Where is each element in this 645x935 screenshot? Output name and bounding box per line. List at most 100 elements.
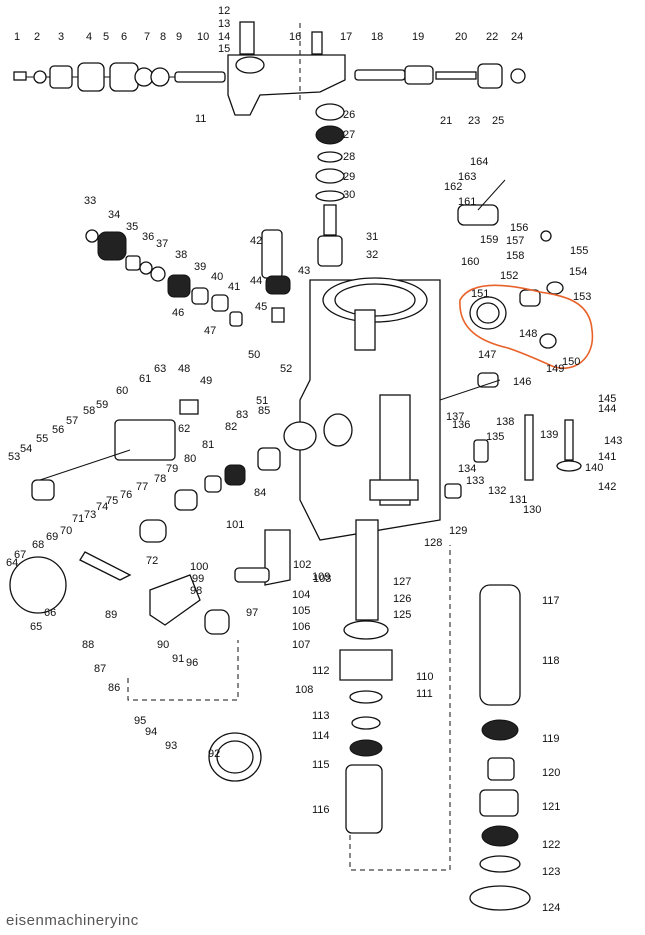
part-label-1: 1 <box>14 31 20 43</box>
part-label-156: 156 <box>510 222 528 234</box>
part-label-31: 31 <box>366 231 378 243</box>
part-label-150: 150 <box>562 356 580 368</box>
part-label-69: 69 <box>46 531 58 543</box>
part-label-27: 27 <box>343 129 355 141</box>
part-label-55: 55 <box>36 433 48 445</box>
part-label-88: 88 <box>82 639 94 651</box>
part-label-34: 34 <box>108 209 120 221</box>
part-label-49: 49 <box>200 375 212 387</box>
part-label-108: 108 <box>295 684 313 696</box>
part-label-51: 51 <box>256 395 268 407</box>
part-label-2: 2 <box>34 31 40 43</box>
part-label-81: 81 <box>202 439 214 451</box>
part-label-132: 132 <box>488 485 506 497</box>
part-label-148: 148 <box>519 328 537 340</box>
part-label-129: 129 <box>449 525 467 537</box>
part-label-165: 165 <box>0 0 18 3</box>
part-label-59: 59 <box>96 399 108 411</box>
part-label-57: 57 <box>66 415 78 427</box>
part-label-73: 73 <box>84 509 96 521</box>
part-label-61: 61 <box>139 373 151 385</box>
part-label-117: 117 <box>542 595 560 607</box>
part-label-76: 76 <box>120 489 132 501</box>
part-label-86: 86 <box>108 682 120 694</box>
part-label-21: 21 <box>440 115 452 127</box>
part-label-11: 11 <box>195 113 206 125</box>
part-label-164: 164 <box>470 156 488 168</box>
part-label-145: 145 <box>598 393 616 405</box>
part-label-75: 75 <box>106 495 118 507</box>
part-label-45: 45 <box>255 301 267 313</box>
part-label-36: 36 <box>142 231 154 243</box>
part-label-56: 56 <box>52 424 64 436</box>
part-label-103: 103 <box>313 573 331 585</box>
part-label-8: 8 <box>160 31 166 43</box>
part-label-82: 82 <box>225 421 237 433</box>
part-label-110: 110 <box>416 671 434 683</box>
part-label-115: 115 <box>312 759 330 771</box>
part-label-3: 3 <box>58 31 64 43</box>
part-label-118: 118 <box>542 655 560 667</box>
part-label-25: 25 <box>492 115 504 127</box>
part-label-161: 161 <box>458 196 476 208</box>
part-label-127: 127 <box>393 576 411 588</box>
part-label-10: 10 <box>197 31 209 43</box>
part-label-20: 20 <box>455 31 467 43</box>
part-label-159: 159 <box>480 234 498 246</box>
part-label-128: 128 <box>424 537 442 549</box>
part-label-105: 105 <box>292 605 310 617</box>
part-label-144: 144 <box>598 403 616 415</box>
part-label-78: 78 <box>154 473 166 485</box>
part-label-84: 84 <box>254 487 266 499</box>
part-label-13: 13 <box>218 18 230 30</box>
part-label-91: 91 <box>172 653 184 665</box>
part-label-15: 15 <box>218 43 230 55</box>
part-label-62: 62 <box>178 423 190 435</box>
part-label-71: 71 <box>72 513 84 525</box>
part-label-30: 30 <box>343 189 355 201</box>
part-label-46: 46 <box>172 307 184 319</box>
part-label-95: 95 <box>134 715 146 727</box>
part-label-135: 135 <box>486 431 504 443</box>
part-label-85: 85 <box>258 405 270 417</box>
part-label-160: 160 <box>461 256 479 268</box>
part-label-89: 89 <box>105 609 117 621</box>
part-label-14: 14 <box>218 31 230 43</box>
part-label-151: 151 <box>471 288 489 300</box>
part-label-28: 28 <box>343 151 355 163</box>
part-label-116: 116 <box>312 804 330 816</box>
part-label-41: 41 <box>228 281 240 293</box>
part-label-38: 38 <box>175 249 187 261</box>
part-label-63: 63 <box>154 363 166 375</box>
part-label-112: 112 <box>312 665 330 677</box>
watermark-text: eisenmachineryinc <box>6 912 139 929</box>
part-label-143: 143 <box>604 435 622 447</box>
part-label-125: 125 <box>393 609 411 621</box>
part-label-154: 154 <box>569 266 587 278</box>
part-label-100: 100 <box>190 561 208 573</box>
part-label-16: 16 <box>289 31 301 43</box>
part-label-53: 53 <box>8 451 20 463</box>
part-label-136: 136 <box>452 419 470 431</box>
part-label-149: 149 <box>546 363 564 375</box>
part-label-19: 19 <box>412 31 424 43</box>
part-label-157: 157 <box>506 235 524 247</box>
part-label-126: 126 <box>393 593 411 605</box>
part-label-94: 94 <box>145 726 157 738</box>
part-label-72: 72 <box>146 555 158 567</box>
part-label-142: 142 <box>598 481 616 493</box>
part-label-101: 101 <box>226 519 244 531</box>
part-label-47: 47 <box>204 325 216 337</box>
part-label-124: 124 <box>542 902 560 914</box>
part-label-99: 99 <box>192 573 204 585</box>
part-label-43: 43 <box>298 265 310 277</box>
part-label-133: 133 <box>466 475 484 487</box>
part-label-107: 107 <box>292 639 310 651</box>
part-label-141: 141 <box>598 451 616 463</box>
part-label-42: 42 <box>250 235 262 247</box>
part-label-138: 138 <box>496 416 514 428</box>
part-label-90: 90 <box>157 639 169 651</box>
part-label-139: 139 <box>540 429 558 441</box>
